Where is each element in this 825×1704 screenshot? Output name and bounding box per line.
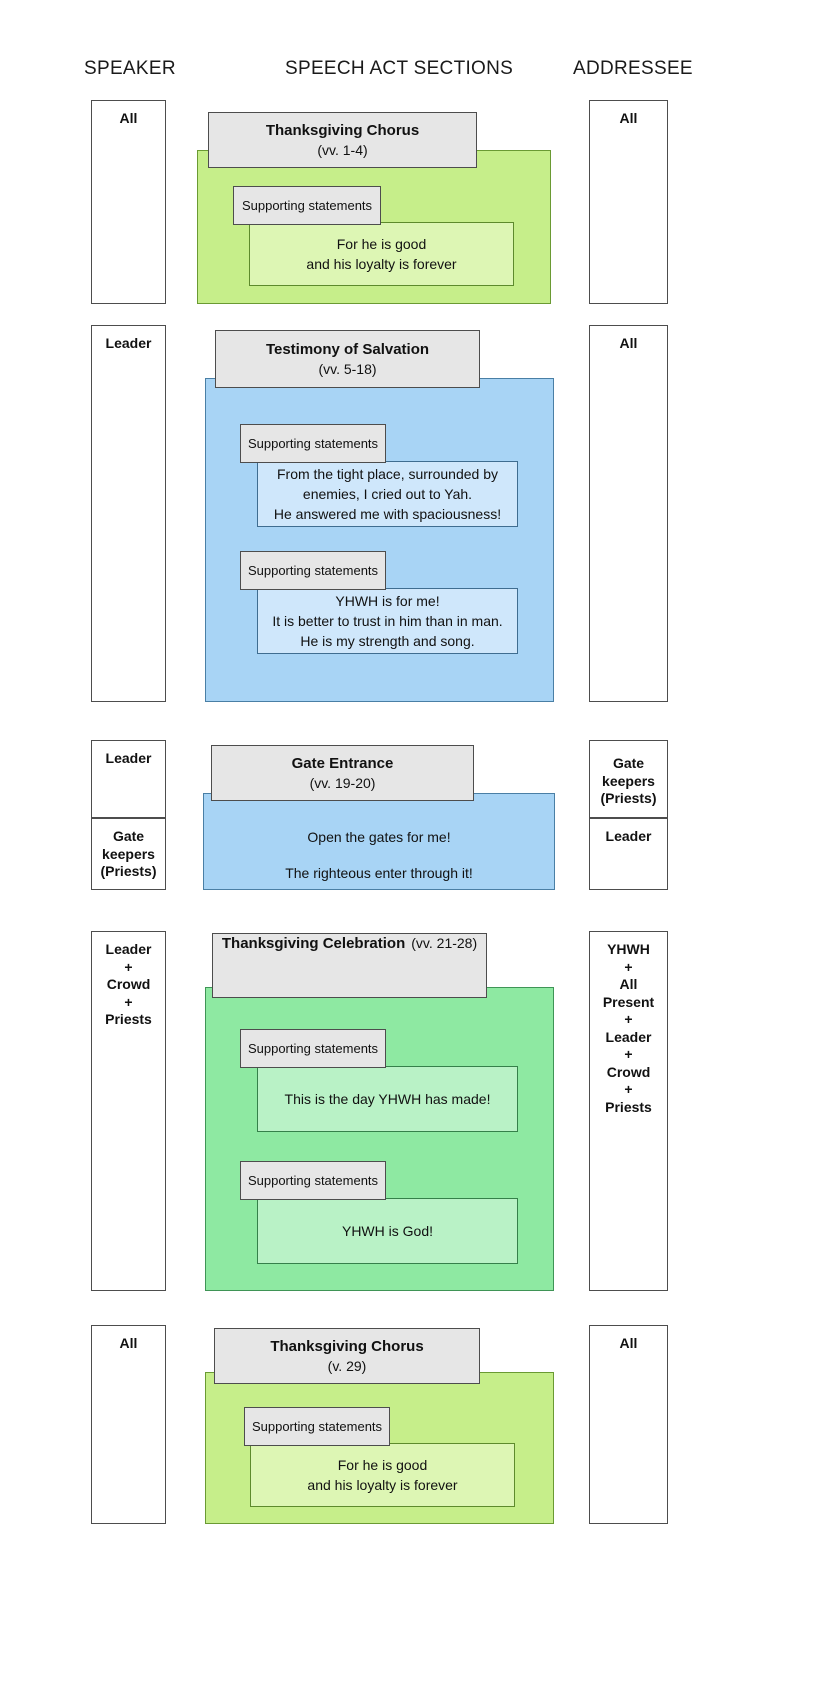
supporting-statements-tab: Supporting statements xyxy=(240,551,386,590)
quote-text: YHWH is God! xyxy=(341,1222,433,1239)
section-title-box: Thanksgiving Chorus (vv. 1-4) xyxy=(208,112,477,168)
section-verse: (vv. 1-4) xyxy=(317,141,368,158)
section-panel-gate-entrance xyxy=(203,793,555,890)
supporting-statements-tab: Supporting statements xyxy=(244,1407,390,1446)
speaker-box: Gate keepers (Priests) xyxy=(91,818,166,890)
section-verse: (vv. 5-18) xyxy=(318,360,377,377)
addressee-box: All xyxy=(589,100,668,304)
addressee-label: All xyxy=(619,110,638,126)
addressee-box: Gate keepers (Priests) xyxy=(589,740,668,818)
quote-box: For he is good and his loyalty is foreve… xyxy=(250,1443,515,1507)
addressee-box: All xyxy=(589,325,668,702)
quote-box: From the tight place, surrounded by enem… xyxy=(257,461,518,527)
speaker-box: All xyxy=(91,1325,166,1524)
supporting-statements-tab: Supporting statements xyxy=(240,1029,386,1068)
quote-text: This is the day YHWH has made! xyxy=(284,1090,491,1107)
panel-text: The righteous enter through it! xyxy=(285,865,473,881)
section-verse: (vv. 19-20) xyxy=(309,774,376,791)
quote-box: YHWH is for me! It is better to trust in… xyxy=(257,588,518,654)
speaker-box: Leader xyxy=(91,325,166,702)
section-title-box: Thanksgiving Chorus (v. 29) xyxy=(214,1328,480,1384)
supporting-statements-tab: Supporting statements xyxy=(240,424,386,463)
speaker-box: Leader xyxy=(91,740,166,818)
speaker-label: Gate keepers (Priests) xyxy=(100,828,157,879)
addressee-label: YHWH + All Present + Leader + Crowd + Pr… xyxy=(602,941,655,1115)
addressee-box: YHWH + All Present + Leader + Crowd + Pr… xyxy=(589,931,668,1291)
addressee-box: All xyxy=(589,1325,668,1524)
quote-text: For he is good and his loyalty is foreve… xyxy=(307,1456,458,1493)
addressee-box: Leader xyxy=(589,818,668,890)
speaker-box: All xyxy=(91,100,166,304)
section-title: Thanksgiving Chorus xyxy=(270,1338,424,1356)
addressee-label: Leader xyxy=(605,828,652,844)
quote-box: This is the day YHWH has made! xyxy=(257,1066,518,1132)
section-title-box: Testimony of Salvation (vv. 5-18) xyxy=(215,330,480,388)
addressee-label: Gate keepers (Priests) xyxy=(600,755,657,806)
speaker-label: Leader xyxy=(105,335,152,351)
supporting-statements-tab: Supporting statements xyxy=(233,186,381,225)
quote-box: YHWH is God! xyxy=(257,1198,518,1264)
section-title-box: Gate Entrance (vv. 19-20) xyxy=(211,745,474,801)
section-title-box: Thanksgiving Celebration (vv. 21-28) xyxy=(212,933,487,998)
speaker-label: Leader + Crowd + Priests xyxy=(105,941,152,1027)
section-verse: (v. 29) xyxy=(327,1357,367,1374)
quote-box: For he is good and his loyalty is foreve… xyxy=(249,222,514,286)
column-header-speaker: SPEAKER xyxy=(84,58,176,79)
speaker-label: Leader xyxy=(105,750,152,766)
speaker-label: All xyxy=(119,110,138,126)
quote-text: YHWH is for me! It is better to trust in… xyxy=(272,592,503,650)
speaker-box: Leader + Crowd + Priests xyxy=(91,931,166,1291)
column-header-sections: SPEECH ACT SECTIONS xyxy=(285,58,514,79)
section-title: Thanksgiving Celebration xyxy=(221,935,406,952)
section-title: Thanksgiving Chorus xyxy=(265,122,420,140)
section-title: Gate Entrance xyxy=(291,755,394,773)
quote-text: For he is good and his loyalty is foreve… xyxy=(306,235,457,272)
section-title: Testimony of Salvation xyxy=(265,341,430,359)
addressee-label: All xyxy=(619,1335,638,1351)
section-verse: (vv. 21-28) xyxy=(411,935,478,951)
speaker-label: All xyxy=(119,1335,138,1351)
supporting-statements-tab: Supporting statements xyxy=(240,1161,386,1200)
column-header-addressee: ADDRESSEE xyxy=(573,58,693,79)
addressee-label: All xyxy=(619,335,638,351)
panel-text: Open the gates for me! xyxy=(307,829,451,845)
quote-text: From the tight place, surrounded by enem… xyxy=(273,465,502,523)
